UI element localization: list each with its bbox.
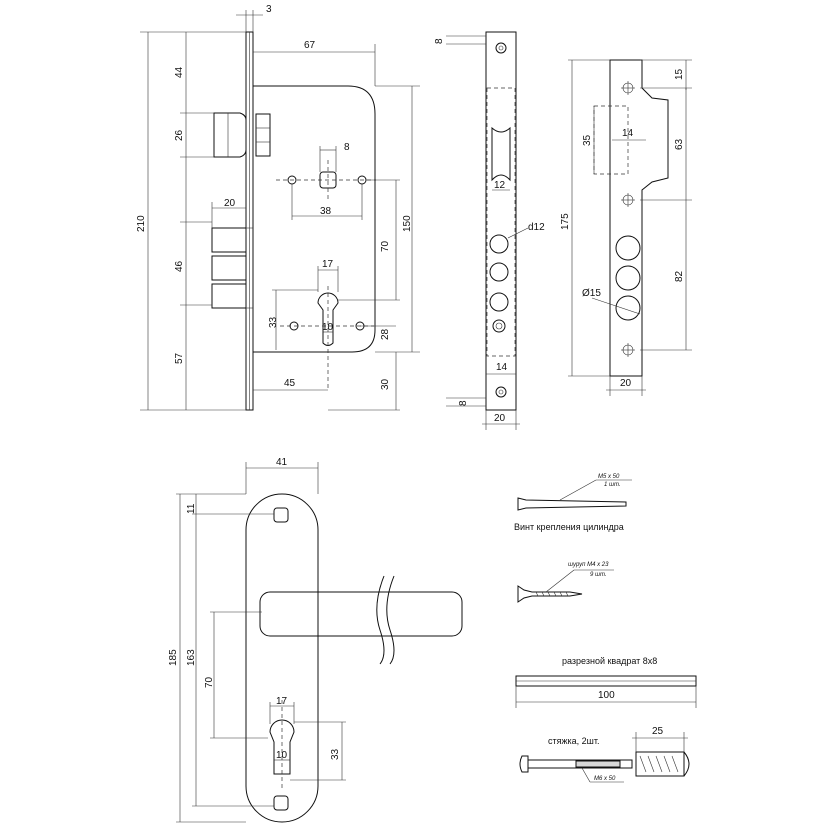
wood-screw-spec: шуруп М4 x 23 xyxy=(568,562,609,568)
cylinder-screw-caption: Винт крепления цилиндра xyxy=(514,522,624,532)
strike-hole-2 xyxy=(615,265,641,291)
strike-dim-35: 35 xyxy=(582,134,593,146)
dim-70: 70 xyxy=(380,240,391,252)
deadbolt-1 xyxy=(211,227,247,253)
dim-45: 45 xyxy=(284,378,296,389)
dim-46: 46 xyxy=(174,260,185,272)
handle-backplate xyxy=(245,493,319,823)
strike-dim-15: 15 xyxy=(674,68,685,80)
faceplate xyxy=(485,31,517,411)
faceplate-dim-12: 12 xyxy=(494,180,506,191)
handle-dim-41: 41 xyxy=(276,457,288,468)
spindle-caption: разрезной квадрат 8x8 xyxy=(562,656,657,666)
latch-bolt xyxy=(213,112,247,158)
faceplate-view: 8 12 d12 14 8 20 xyxy=(434,31,545,430)
dim-67: 67 xyxy=(304,40,316,51)
strike-dim-dia15: Ø15 xyxy=(582,288,601,299)
strike-plate-view: 15 35 14 63 175 82 Ø15 20 xyxy=(560,59,692,396)
tie-bolt-sleeve xyxy=(635,751,685,777)
strike-dim-14: 14 xyxy=(622,128,634,139)
mortise-lock-body xyxy=(211,31,376,411)
strike-dim-175: 175 xyxy=(560,213,571,230)
dim-17: 17 xyxy=(322,259,334,270)
dim-3: 3 xyxy=(266,4,272,15)
spindle-dim-100: 100 xyxy=(598,690,615,701)
bolt-hole-1 xyxy=(489,234,509,254)
dim-20: 20 xyxy=(224,198,236,209)
strike-dim-82: 82 xyxy=(674,270,685,282)
handle-cylinder-hole xyxy=(269,719,295,775)
handle-dim-163: 163 xyxy=(186,649,197,666)
accessories: M5 x 50 1 шт. Винт крепления цилиндра шу… xyxy=(514,474,697,783)
tie-bolt-shaft xyxy=(527,759,633,769)
faceplate-dim-20: 20 xyxy=(494,413,506,424)
handle-lever xyxy=(259,591,463,637)
tie-bolt-dim-25: 25 xyxy=(652,726,664,737)
bolt-hole-2 xyxy=(489,262,509,282)
handle-dim-17: 17 xyxy=(276,696,288,707)
strike-hole-1 xyxy=(615,235,641,261)
mortise-dimensions: 3 67 210 44 26 46 57 20 8 38 xyxy=(136,4,420,411)
dim-57: 57 xyxy=(174,352,185,364)
lock-case xyxy=(253,85,376,353)
handle-dim-10: 10 xyxy=(276,750,288,761)
wood-screw xyxy=(517,585,583,603)
handle-dim-185: 185 xyxy=(168,649,179,666)
faceplate-dim-14: 14 xyxy=(496,362,508,373)
handle-dim-11: 11 xyxy=(186,503,197,514)
latch-opening xyxy=(491,126,511,182)
cylinder-screw-spec: M5 x 50 xyxy=(598,474,620,480)
dim-26: 26 xyxy=(174,129,185,141)
faceplate-dim-d12: d12 xyxy=(528,222,545,233)
strike-hole-3 xyxy=(615,295,641,321)
strike-plate xyxy=(609,59,669,377)
strike-dim-20: 20 xyxy=(620,378,632,389)
bolt-hole-3 xyxy=(489,292,509,312)
tie-bolt-head xyxy=(519,755,529,773)
dim-210: 210 xyxy=(136,215,147,232)
dim-44: 44 xyxy=(174,66,185,78)
dim-30: 30 xyxy=(380,378,391,390)
wood-screw-qty: 9 шт. xyxy=(590,572,607,578)
tie-bolt-spec: М6 x 50 xyxy=(594,776,616,782)
cylinder-cutout xyxy=(317,292,339,346)
strike-dim-63: 63 xyxy=(674,138,685,150)
handle-view: 41 185 163 11 70 17 10 33 xyxy=(168,457,463,823)
tie-bolt-caption: стяжка, 2шт. xyxy=(548,736,600,746)
deadbolt-3 xyxy=(211,283,247,309)
deadbolt-2 xyxy=(211,255,247,281)
dim-10: 10 xyxy=(322,322,334,333)
faceplate-dim-8-bottom: 8 xyxy=(458,400,469,406)
dim-33: 33 xyxy=(268,316,279,328)
handle-dim-70: 70 xyxy=(204,676,215,688)
dim-150: 150 xyxy=(402,215,413,232)
handle-dim-33: 33 xyxy=(330,748,341,760)
dim-28: 28 xyxy=(380,328,391,340)
dim-38: 38 xyxy=(320,206,332,217)
faceplate-dim-8-top: 8 xyxy=(434,38,445,44)
cylinder-screw-qty: 1 шт. xyxy=(604,482,621,488)
dim-8: 8 xyxy=(344,142,350,153)
cylinder-screw xyxy=(517,497,627,511)
